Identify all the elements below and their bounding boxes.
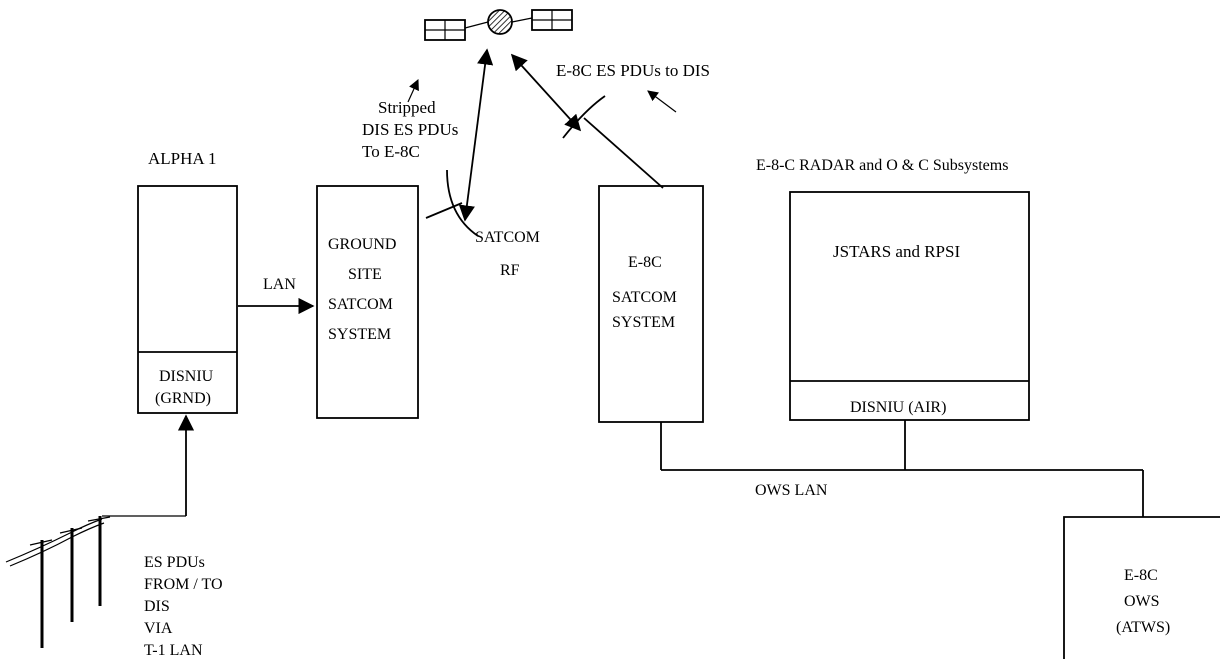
- disniu-grnd-label-2: (GRND): [155, 390, 211, 407]
- ground-line-1: GROUND: [328, 236, 396, 253]
- t1-label-3: DIS: [144, 598, 170, 615]
- ows-line-2: OWS: [1124, 593, 1160, 610]
- aircraft-dish-icon: [563, 96, 663, 188]
- t1-label-5: T-1 LAN: [144, 642, 203, 659]
- e8c-pdus-arrow: [648, 91, 676, 112]
- ows-line-1: E-8C: [1124, 567, 1158, 584]
- ground-line-2: SITE: [348, 266, 382, 283]
- ground-line-3: SATCOM: [328, 296, 393, 313]
- satcom-rf-label-1: SATCOM: [475, 229, 540, 246]
- radar-box: [790, 192, 1029, 420]
- e8c-pdus-label: E-8C ES PDUs to DIS: [556, 61, 710, 80]
- ground-line-4: SYSTEM: [328, 326, 391, 343]
- lan-label: LAN: [263, 276, 296, 293]
- stripped-label-3: To E-8C: [362, 142, 420, 161]
- satellite-icon: [425, 10, 572, 40]
- uplink-arrow: [465, 50, 487, 220]
- ows-lan-label: OWS LAN: [755, 482, 828, 499]
- t1-label-2: FROM / TO: [144, 576, 223, 593]
- stripped-label-1: Stripped: [378, 98, 436, 117]
- stripped-label-2: DIS ES PDUs: [362, 120, 458, 139]
- alpha-title: ALPHA 1: [148, 149, 216, 168]
- e8c-line-2: SATCOM: [612, 289, 677, 306]
- radar-inner-label: JSTARS and RPSI: [833, 242, 960, 261]
- ows-box: [1064, 517, 1220, 659]
- ows-line-3: (ATWS): [1116, 619, 1170, 636]
- disniu-air-label: DISNIU (AIR): [850, 399, 946, 416]
- e8c-line-1: E-8C: [628, 254, 662, 271]
- t1-label-1: ES PDUs: [144, 554, 205, 571]
- t1-label-4: VIA: [144, 620, 173, 637]
- disniu-grnd-label-1: DISNIU: [159, 368, 214, 385]
- radar-title: E-8-C RADAR and O & C Subsystems: [756, 157, 1008, 174]
- satcom-rf-label-2: RF: [500, 262, 520, 279]
- e8c-line-3: SYSTEM: [612, 314, 675, 331]
- ows-lan-lines: [661, 420, 1143, 517]
- telephone-poles-icon: [6, 516, 110, 648]
